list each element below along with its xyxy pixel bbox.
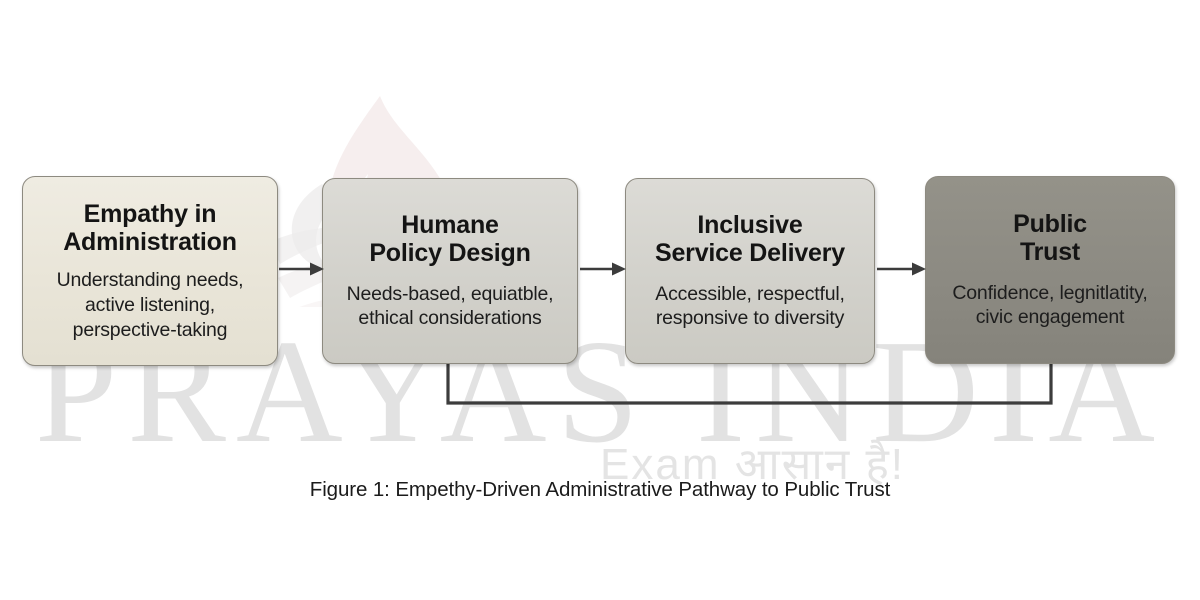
feedback-loop-connector xyxy=(446,360,1053,405)
right-arrow-icon xyxy=(580,262,626,276)
node-description: Needs-based, equiatble, ethical consider… xyxy=(346,282,554,330)
node-title: Humane Policy Design xyxy=(369,211,531,268)
node-description: Confidence, legnitlatity, civic engageme… xyxy=(952,281,1148,329)
node-inclusive-service-delivery[interactable]: Inclusive Service Delivery Accessible, r… xyxy=(625,178,875,364)
right-arrow-icon xyxy=(877,262,926,276)
node-title: Inclusive Service Delivery xyxy=(654,211,845,268)
node-humane-policy-design[interactable]: Humane Policy Design Needs-based, equiat… xyxy=(322,178,578,364)
node-title: Public Trust xyxy=(1013,210,1087,267)
figure-caption: Figure 1: Empethy-Driven Administrative … xyxy=(309,478,891,501)
right-arrow-icon xyxy=(279,262,324,276)
node-title: Empathy in Administration xyxy=(63,199,237,257)
node-empathy-in-administration[interactable]: Empathy in Administration Understanding … xyxy=(22,176,278,366)
node-description: Accessible, respectful, responsive to di… xyxy=(655,282,845,330)
node-description: Understanding needs, active listening, p… xyxy=(56,269,244,341)
node-public-trust[interactable]: Public Trust Confidence, legnitlatity, c… xyxy=(925,176,1175,364)
